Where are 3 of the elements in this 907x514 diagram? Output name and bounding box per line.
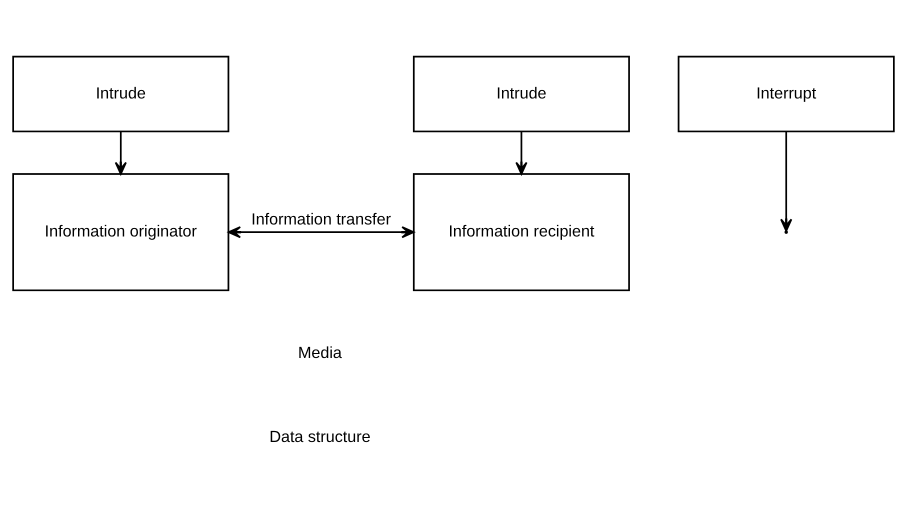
label: Data structure: [269, 427, 371, 446]
edge-label: Information transfer: [251, 210, 391, 228]
label: Media: [298, 343, 342, 362]
